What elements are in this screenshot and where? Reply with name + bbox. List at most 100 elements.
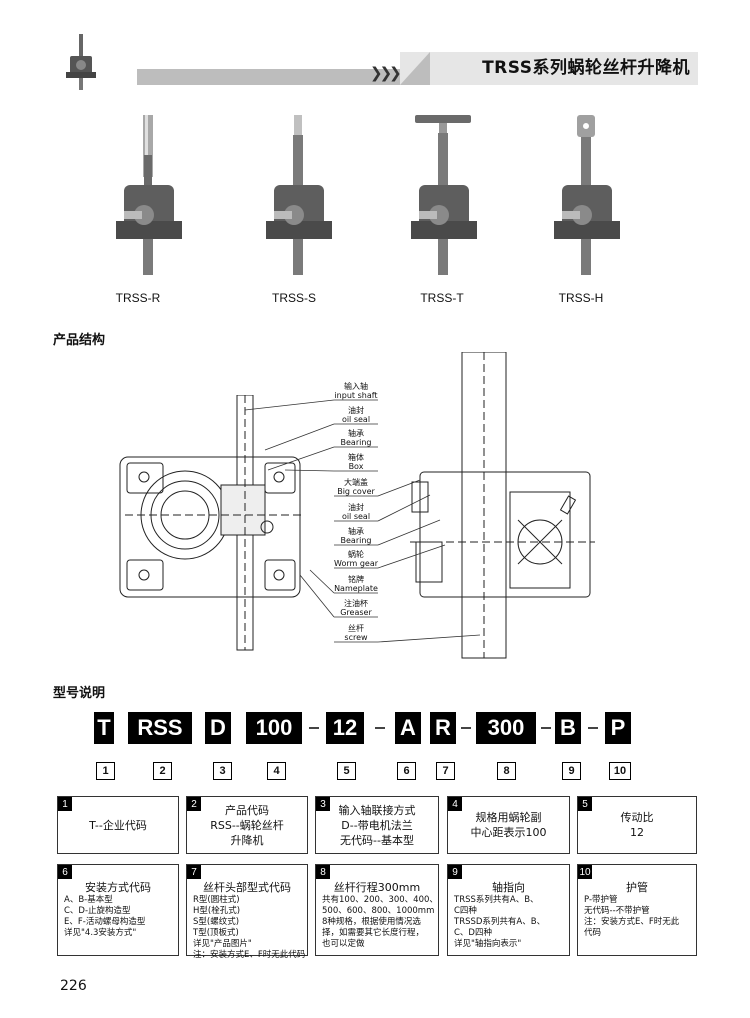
description-line: T型(顶板式) [193, 928, 239, 938]
structure-label-en: oil seal [341, 415, 371, 424]
description-line: 输入轴联接方式 [338, 803, 416, 817]
structure-label-cn: 蜗轮 [348, 550, 364, 559]
description-title: 护管 [626, 881, 648, 894]
jack-photo-icon [266, 115, 332, 275]
description-number: 2 [187, 797, 201, 811]
description-line: C、D-止旋构造型 [64, 906, 131, 916]
description-line: TRSS系列共有A、B、 [454, 895, 539, 905]
structure-label-cn: 轴承 [348, 527, 364, 536]
model-code-number: 3 [213, 762, 232, 780]
description-line: D--带电机法兰 [341, 818, 413, 832]
description-title: 轴指向 [492, 881, 525, 894]
structure-label-en: oil seal [341, 512, 371, 521]
model-code-number: 2 [153, 762, 172, 780]
structure-label-en: Box [348, 462, 364, 471]
structure-label-en: Bearing [340, 536, 372, 545]
cross-section-side-icon [410, 351, 595, 659]
model-code-segment: A [395, 712, 421, 744]
description-line: S型(螺纹式) [193, 917, 240, 927]
description-number: 4 [448, 797, 462, 811]
structure-label-en: Greaser [340, 608, 372, 617]
description-line: 中心距表示100 [470, 826, 547, 839]
structure-label-cn: 箱体 [348, 453, 364, 462]
description-line: E、F-活动螺母构造型 [64, 917, 146, 927]
description-title: 丝杆行程300mm [333, 881, 421, 894]
model-photo-h [548, 115, 628, 275]
model-code-dash [540, 727, 551, 729]
page-title: TRSS系列蜗轮丝杆升降机 [482, 58, 690, 78]
model-code-segment: T [94, 712, 114, 744]
model-code-number: 10 [609, 762, 631, 780]
model-code-number: 1 [96, 762, 115, 780]
description-line: 详见"产品图片" [193, 939, 252, 949]
description-number: 1 [58, 797, 72, 811]
structure-drawing-front [115, 394, 315, 655]
structure-label-en: Big cover [337, 487, 375, 496]
model-photo-r [110, 115, 190, 275]
description-line: 详见"4.3安装方式" [64, 928, 137, 938]
description-line: 升降机 [230, 833, 264, 847]
model-code-segment: RSS [128, 712, 192, 744]
description-line: 注：安装方式E、F时无此代码 [193, 950, 306, 960]
description-line: 择，如需要其它长度行程， [322, 928, 425, 938]
description-line: C四种 [454, 906, 477, 916]
model-label-s: TRSS-S [271, 291, 316, 305]
structure-label-cn: 油封 [348, 406, 364, 415]
jack-photo-icon [554, 115, 620, 275]
header-logo [62, 32, 102, 92]
structure-drawing-side [410, 351, 595, 660]
model-code-number: 9 [562, 762, 581, 780]
description-number: 9 [448, 865, 462, 879]
description-number: 3 [316, 797, 330, 811]
jack-logo-icon [66, 34, 96, 90]
structure-label-cn: 输入轴 [344, 382, 368, 391]
model-photo-s [260, 115, 340, 275]
model-label-h: TRSS-H [558, 291, 604, 305]
description-line: H型(栓孔式) [193, 906, 241, 916]
description-number: 5 [578, 797, 592, 811]
model-code-number: 7 [436, 762, 455, 780]
structure-label-cn: 铭牌 [348, 575, 364, 584]
description-title: 丝杆头部型式代码 [203, 881, 291, 894]
jack-photo-icon [411, 115, 477, 275]
jack-photo-icon [116, 115, 182, 275]
model-code-segment: R [430, 712, 456, 744]
model-code-segment: P [605, 712, 631, 744]
model-code-number: 5 [337, 762, 356, 780]
model-code-segment: 12 [326, 712, 364, 744]
cross-section-front-icon [119, 394, 305, 651]
model-code-segment: 300 [476, 712, 536, 744]
description-line: 500、600、800、1000mm [322, 906, 435, 916]
description-line: 注：安装方式E、F时无此 [584, 917, 680, 927]
structure-label-cn: 大端盖 [344, 478, 368, 487]
description-line: 也可以定做 [322, 939, 365, 949]
model-code-dash [588, 727, 598, 729]
structure-label-en: input shaft [334, 391, 378, 400]
description-line: T--企业代码 [89, 818, 147, 832]
description-line: 规格用蜗轮副 [475, 811, 542, 824]
model-photo-t [405, 115, 485, 275]
model-label-t: TRSS-T [420, 291, 464, 305]
model-code-dash [374, 727, 385, 729]
description-line: C、D四种 [454, 928, 492, 938]
structure-label-en: Nameplate [334, 584, 378, 593]
description-line: RSS--蜗轮丝杆 [210, 818, 284, 832]
header-slant-icon [400, 52, 430, 85]
description-number: 10 [578, 865, 592, 879]
description-line: 传动比 [620, 811, 654, 824]
